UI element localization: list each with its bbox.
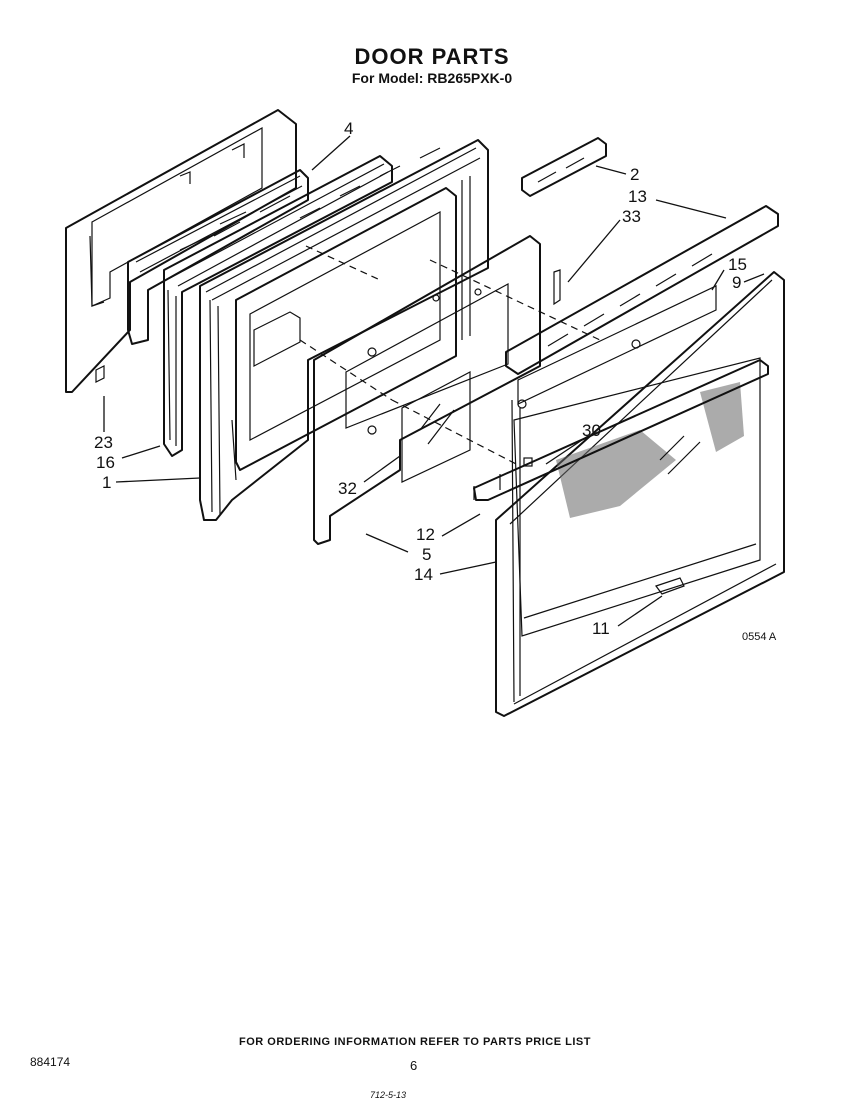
handwritten-note: 712-5-13 — [370, 1090, 407, 1100]
inner-door-liner — [65, 109, 297, 393]
callout-1: 1 — [102, 473, 111, 492]
callout-15: 16 — [96, 453, 115, 472]
model-subtitle: For Model: RB265PXK-0 — [351, 70, 513, 86]
callout-14: 14 — [414, 565, 433, 584]
document-number: 884174 — [30, 1055, 71, 1069]
door-handle — [473, 359, 769, 501]
callout-2: 2 — [630, 165, 639, 184]
inner-glass — [127, 169, 309, 345]
spring-clip — [553, 269, 561, 306]
callout-12: 12 — [416, 525, 435, 544]
outer-door-frame — [495, 271, 785, 717]
vent-bracket — [521, 137, 607, 197]
callout-16: 11 — [592, 619, 610, 638]
window-mounting-panel — [235, 187, 457, 471]
callout-5: 5 — [422, 545, 431, 564]
outer-door-panel — [313, 235, 541, 545]
callout-11: 13 — [628, 187, 647, 206]
door-frame — [199, 139, 489, 521]
glass-seal-frame — [163, 155, 393, 457]
callout-32: 32 — [338, 479, 357, 498]
page-number: 6 — [410, 1058, 418, 1073]
callout-33: 33 — [622, 207, 641, 226]
callout-labels: 4 2 13 33 15 9 23 16 1 30 32 12 5 14 11 … — [94, 119, 777, 643]
callout-30: 30 — [582, 421, 601, 440]
door-latch — [655, 577, 685, 595]
leader-lines — [103, 135, 765, 627]
assembly-dashed-lines — [299, 245, 601, 467]
callout-13: 15 — [728, 255, 747, 274]
door-window-screen — [513, 357, 761, 637]
top-trim-bar — [505, 205, 779, 375]
page-title: DOOR PARTS — [354, 44, 510, 69]
figure-code: 0554 A — [742, 631, 777, 643]
callout-23: 23 — [94, 433, 113, 452]
ordering-note: FOR ORDERING INFORMATION REFER TO PARTS … — [239, 1036, 591, 1048]
callout-4: 4 — [344, 119, 353, 138]
callout-9: 9 — [732, 273, 741, 292]
